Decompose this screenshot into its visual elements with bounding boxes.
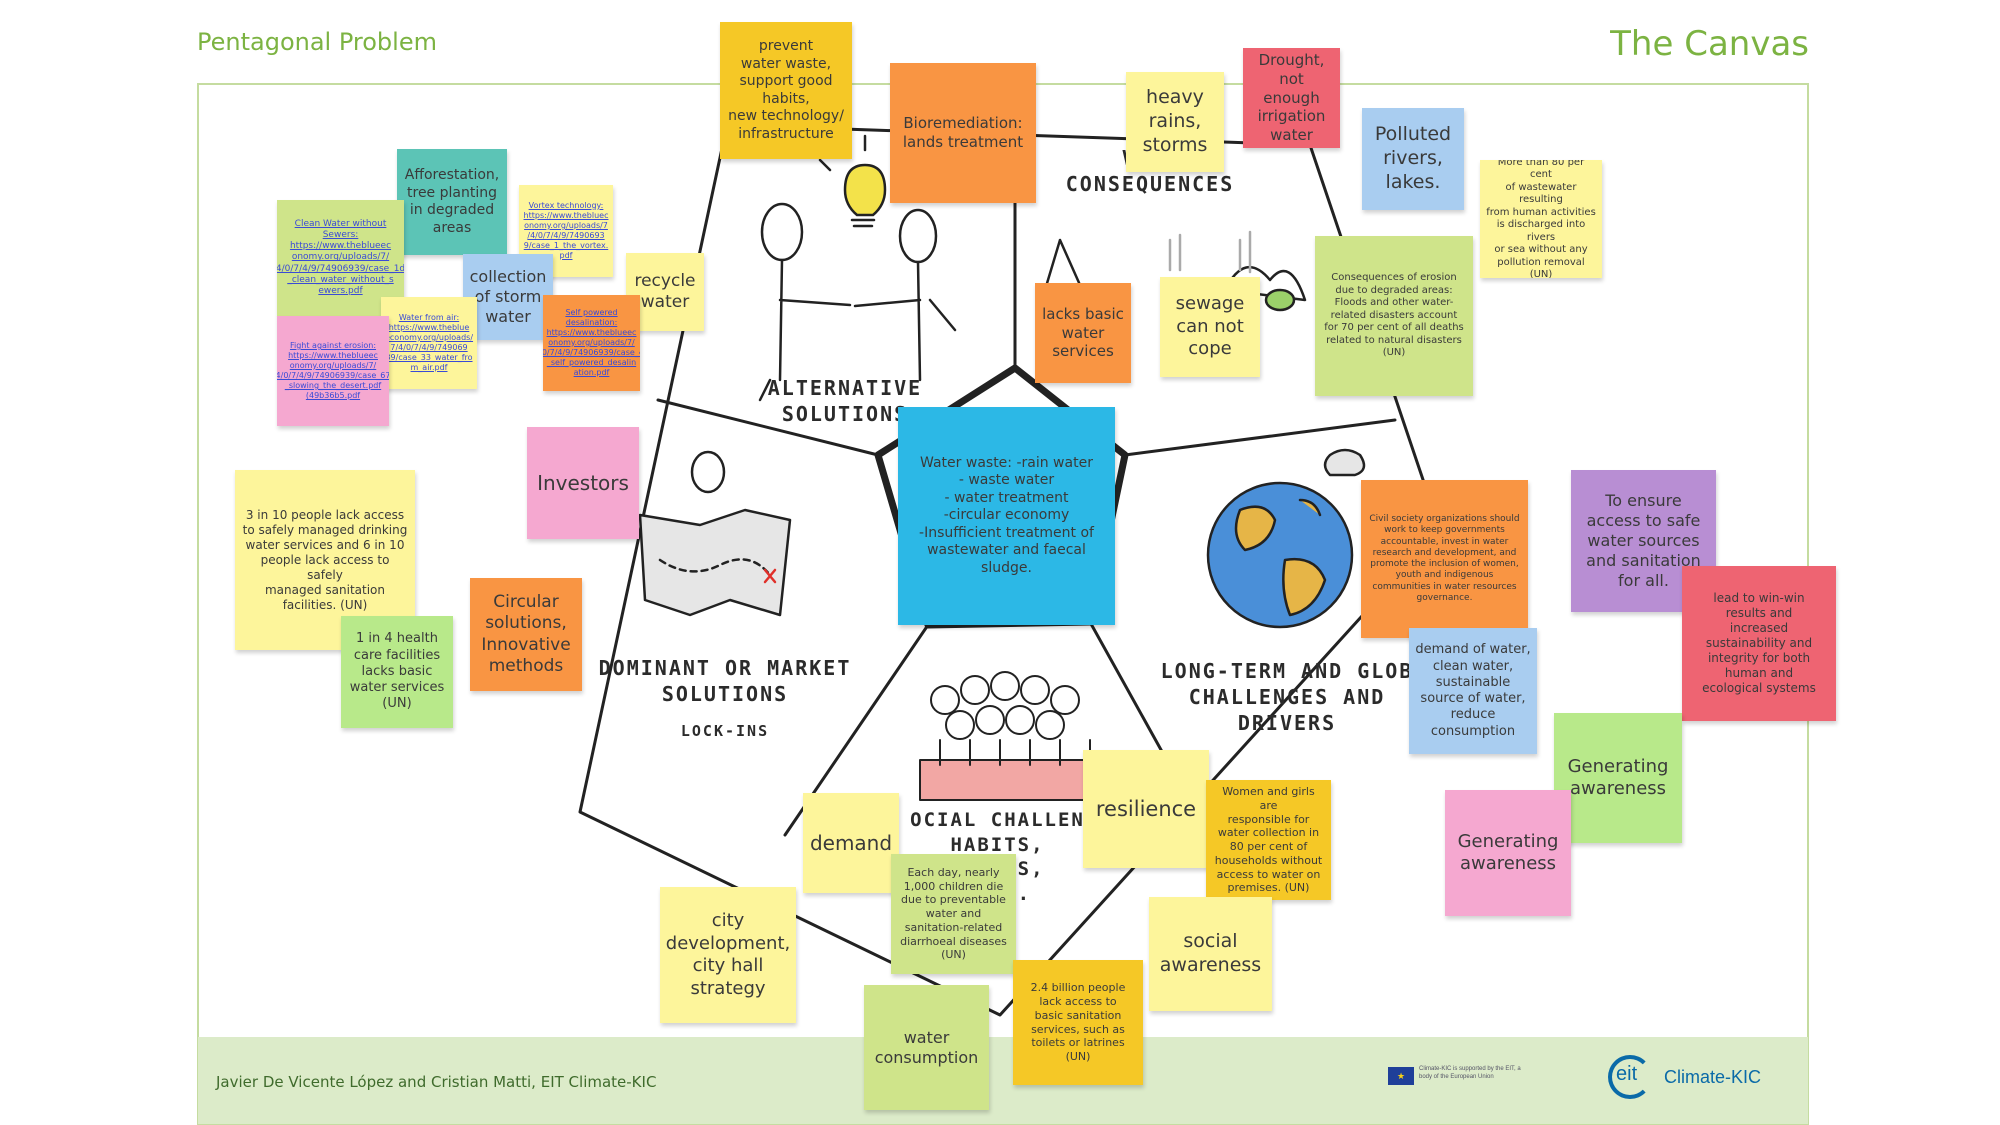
footer-credit: Javier De Vicente López and Cristian Mat… (216, 1073, 657, 1091)
note-generating-awareness-2[interactable]: Generating awareness (1445, 790, 1571, 916)
note-text: recycle water (634, 270, 696, 312)
note-generating-awareness-1[interactable]: Generating awareness (1554, 713, 1682, 843)
note-link-text[interactable]: Water from air: https://www.theblue econ… (384, 313, 474, 372)
globe-illustration (1206, 448, 1366, 629)
note-prevent-waste[interactable]: prevent water waste, support good habits… (720, 22, 852, 159)
note-erosion[interactable]: Fight against erosion: https://www.thebl… (277, 316, 389, 426)
climate-kic-logo: eit Climate-KIC (1608, 1053, 1798, 1105)
eit-logo-icon (1608, 1055, 1652, 1099)
footer: Javier De Vicente López and Cristian Mat… (198, 1037, 1808, 1124)
note-text: 3 in 10 people lack access to safely man… (242, 507, 408, 612)
note-sewage[interactable]: sewage can not cope (1160, 277, 1260, 377)
eu-support-text: Climate-KIC is supported by the EIT, a b… (1419, 1066, 1521, 1080)
note-resilience[interactable]: resilience (1083, 750, 1209, 868)
note-text: sewage can not cope (1175, 293, 1245, 360)
note-text: demand (809, 830, 893, 855)
note-text: Civil society organizations should work … (1369, 514, 1520, 603)
note-text: Women and girls are responsible for wate… (1214, 785, 1323, 895)
note-erosion-consequences[interactable]: Consequences of erosion due to degraded … (1315, 236, 1473, 396)
note-three-in-ten[interactable]: 3 in 10 people lack access to safely man… (235, 470, 415, 650)
note-text: To ensure access to safe water sources a… (1586, 491, 1701, 590)
note-lacks-basic[interactable]: lacks basic water services (1035, 283, 1131, 383)
handshake-illustration (758, 134, 957, 402)
canvas-title: The Canvas (1610, 24, 1809, 64)
note-win-win[interactable]: lead to win-win results and increased su… (1682, 566, 1836, 721)
note-demand[interactable]: demand (803, 793, 899, 893)
note-women-girls[interactable]: Women and girls are responsible for wate… (1206, 780, 1331, 900)
note-bioremediation[interactable]: Bioremediation: lands treatment (890, 63, 1036, 203)
note-text: More than 80 per cent of wastewater resu… (1486, 160, 1596, 278)
note-text: Circular solutions, Innovative methods (481, 592, 571, 676)
note-text: prevent water waste, support good habits… (728, 38, 844, 142)
note-vortex[interactable]: Vortex technology: https://www.thebluec … (519, 185, 613, 277)
note-text: 2.4 billion people lack access to basic … (1030, 981, 1126, 1063)
note-investors[interactable]: Investors (527, 427, 639, 539)
eit-logo-mark: eit (1616, 1063, 1638, 1085)
note-collection[interactable]: collection of storm water (463, 254, 553, 340)
note-text: Generating awareness (1567, 755, 1669, 800)
note-social-awareness[interactable]: social awareness (1149, 897, 1272, 1011)
note-circular[interactable]: Circular solutions, Innovative methods (470, 578, 582, 691)
note-link-text[interactable]: Self powered desalination: https://www.t… (543, 308, 640, 377)
note-text: Each day, nearly 1,000 children die due … (900, 865, 1007, 962)
note-text: lacks basic water services (1042, 304, 1124, 361)
note-text: heavy rains, storms (1142, 86, 1208, 156)
note-polluted[interactable]: Polluted rivers, lakes. (1362, 108, 1464, 210)
note-text: collection of storm water (469, 267, 547, 326)
note-city[interactable]: city development, city hall strategy (660, 887, 796, 1023)
note-wastewater-un[interactable]: More than 80 per cent of wastewater resu… (1480, 160, 1602, 278)
label-alternative-solutions: ALTERNATIVE SOLUTIONS (767, 376, 923, 426)
note-demand-water[interactable]: demand of water, clean water, sustainabl… (1409, 628, 1537, 754)
crowd-illustration (919, 671, 1101, 801)
spoke-right (1123, 418, 1397, 457)
note-link-text[interactable]: Fight against erosion: https://www.thebl… (277, 341, 389, 400)
label-lock-ins: LOCK-INS (680, 722, 770, 740)
note-text: Afforestation, tree planting in degraded… (404, 167, 500, 236)
label-long-term-challenges: LONG-TERM AND GLOB CHALLENGES AND DRIVER… (1160, 659, 1414, 735)
note-text: city development, city hall strategy (665, 910, 791, 999)
note-text: demand of water, clean water, sustainabl… (1415, 642, 1531, 739)
note-heavy-rains[interactable]: heavy rains, storms (1126, 72, 1224, 172)
note-health-care[interactable]: 1 in 4 health care facilities lacks basi… (341, 616, 453, 728)
note-civil-society[interactable]: Civil society organizations should work … (1361, 480, 1528, 638)
note-text: 1 in 4 health care facilities lacks basi… (349, 631, 445, 712)
page-title: Pentagonal Problem (197, 28, 437, 56)
note-text: Polluted rivers, lakes. (1374, 123, 1452, 193)
note-drought[interactable]: Drought, not enough irrigation water (1243, 48, 1340, 148)
note-text: social awareness (1159, 930, 1262, 976)
note-billion[interactable]: 2.4 billion people lack access to basic … (1013, 960, 1143, 1085)
note-afforestation[interactable]: Afforestation, tree planting in degraded… (397, 149, 507, 255)
note-text: water consumption (874, 1027, 979, 1067)
note-core-problem[interactable]: Water waste: -rain water - waste water -… (898, 407, 1115, 625)
note-text: Generating awareness (1457, 830, 1559, 875)
label-dominant-solutions: DOMINANT OR MARKET SOLUTIONS (598, 656, 852, 706)
note-water-from-air[interactable]: Water from air: https://www.theblue econ… (381, 297, 477, 389)
climate-kic-text: Climate-KIC (1664, 1067, 1762, 1087)
note-text: Consequences of erosion due to degraded … (1324, 272, 1464, 359)
note-children[interactable]: Each day, nearly 1,000 children die due … (891, 854, 1016, 974)
note-link-text[interactable]: Vortex technology: https://www.thebluec … (523, 201, 609, 260)
core-problem-text: Water waste: -rain water - waste water -… (919, 454, 1094, 576)
note-clean-water[interactable]: Clean Water without Sewers: https://www.… (277, 200, 404, 316)
note-water-consumption[interactable]: water consumption (864, 985, 989, 1110)
note-link-text[interactable]: Clean Water without Sewers: https://www.… (277, 218, 404, 297)
note-text: Drought, not enough irrigation water (1257, 51, 1326, 145)
note-text: Investors (537, 470, 629, 495)
spoke-left (656, 398, 880, 457)
consequences-illustration (1043, 230, 1307, 312)
note-safe-access[interactable]: To ensure access to safe water sources a… (1571, 470, 1716, 612)
note-text: resilience (1095, 796, 1197, 821)
eu-flag-icon: ★ (1388, 1067, 1414, 1085)
note-self-powered[interactable]: Self powered desalination: https://www.t… (543, 295, 640, 391)
map-illustration (638, 450, 792, 617)
note-text: lead to win-win results and increased su… (1702, 591, 1816, 695)
note-text: Bioremediation: lands treatment (902, 114, 1024, 151)
